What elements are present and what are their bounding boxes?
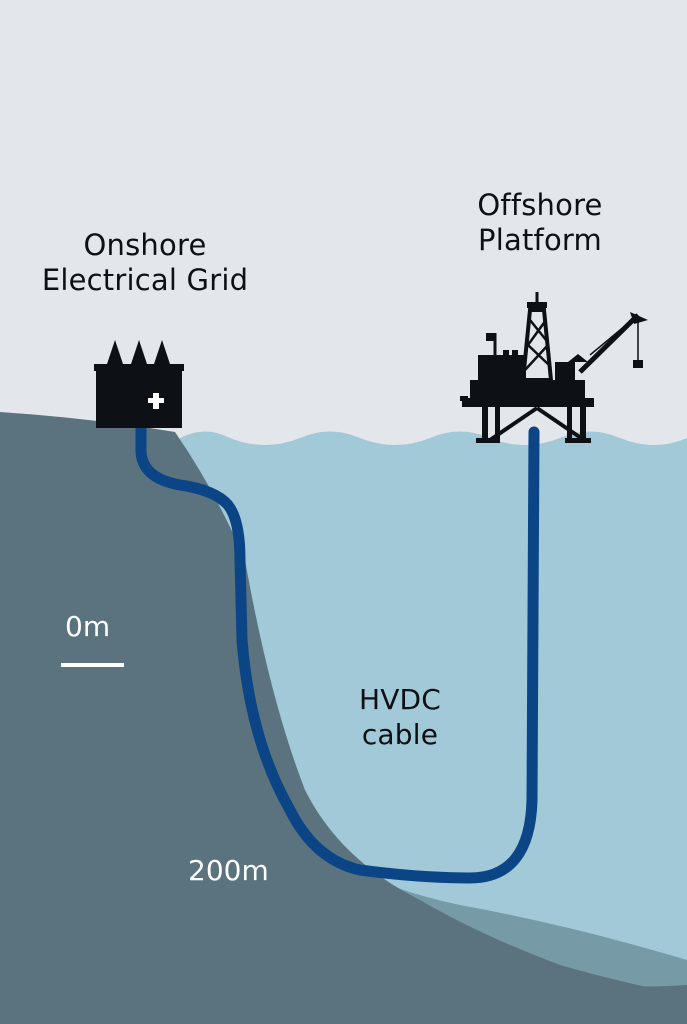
offshore-label-line1: Offshore [477,188,603,222]
depth-marker-surface: 0m [65,610,111,643]
offshore-label-line2: Platform [478,223,602,258]
depth-marker-deep: 200m [188,854,269,887]
hvdc-cable-label: HVDC cable [325,682,475,752]
cable-label-line1: HVDC [358,683,442,716]
depth-marker-line [61,663,124,667]
onshore-grid-label: Onshore Electrical Grid [10,228,280,299]
hvdc-cable [135,422,540,884]
onshore-label-line2: Electrical Grid [41,263,249,298]
oil-platform-icon [460,292,648,443]
substation-icon [94,340,184,428]
land [0,412,687,1024]
cable-label-line2: cable [361,718,439,751]
onshore-label-line1: Onshore [83,228,207,262]
offshore-platform-label: Offshore Platform [440,188,640,259]
